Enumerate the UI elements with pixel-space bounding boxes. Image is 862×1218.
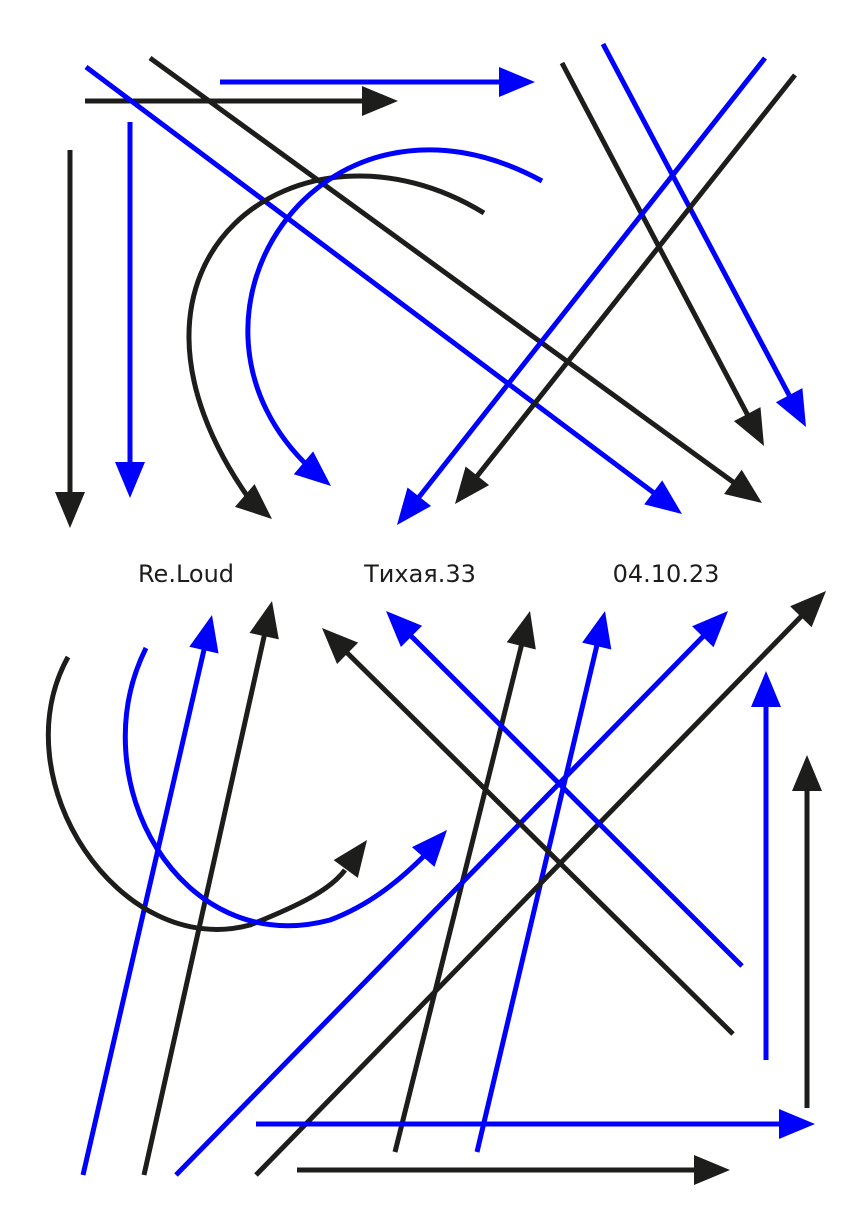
arrow-head: [386, 611, 423, 648]
curved-arrow-shaft: [245, 147, 544, 472]
arrow-head: [506, 611, 536, 650]
curved-arrow-shaft: [122, 646, 427, 929]
arrow-shaft: [406, 631, 744, 968]
arrow-icon: [322, 628, 735, 1036]
arrow-icon: [600, 42, 806, 427]
arrow-shaft: [600, 42, 794, 400]
curved-arrow-icon: [186, 173, 486, 519]
arrow-head: [582, 611, 612, 650]
arrow-icon: [174, 611, 728, 1177]
arrow-head: [790, 591, 826, 628]
arrow-icon: [55, 150, 85, 528]
event-date: 04.10.23: [612, 560, 720, 588]
arrow-shaft: [414, 56, 767, 502]
arrow-icon: [148, 55, 762, 503]
arrow-head: [733, 407, 764, 446]
arrow-shaft: [472, 73, 797, 481]
arrow-head: [775, 388, 806, 427]
arrow-icon: [455, 73, 797, 504]
arrow-head: [189, 615, 219, 654]
arrow-shaft: [474, 641, 601, 1153]
arrow-head: [362, 86, 398, 116]
arrow-head: [779, 1109, 815, 1139]
arrow-head: [55, 492, 85, 528]
arrow-shaft: [174, 632, 708, 1177]
arrow-head: [792, 755, 822, 791]
arrow-head: [724, 469, 762, 503]
arrow-shaft: [148, 55, 738, 487]
arrow-head: [692, 611, 728, 648]
curved-arrow-head: [333, 840, 367, 878]
curved-arrow-head: [411, 830, 447, 867]
curved-arrow-icon: [45, 655, 367, 932]
arrow-head: [249, 601, 279, 640]
arrow-icon: [297, 1155, 730, 1185]
arrow-icon: [397, 56, 767, 525]
arrow-head: [115, 462, 145, 498]
arrow-icon: [115, 122, 145, 498]
arrow-icon: [751, 671, 781, 1060]
arrow-icon: [559, 61, 764, 446]
artist-name: Re.Loud: [137, 560, 235, 588]
arrow-icon: [220, 67, 535, 97]
curved-arrow-shaft: [45, 655, 347, 932]
arrow-shaft: [343, 648, 735, 1036]
arrow-shaft: [559, 61, 752, 419]
arrow-head: [322, 628, 359, 664]
arrow-shaft: [141, 631, 268, 1176]
curved-arrow-icon: [122, 646, 447, 929]
arrow-head: [694, 1155, 730, 1185]
arrow-icon: [256, 1109, 815, 1139]
curved-arrow-shaft: [186, 173, 486, 502]
arrow-head: [644, 480, 682, 514]
arrow-shaft: [84, 64, 658, 497]
arrow-head: [455, 466, 490, 504]
arrow-icon: [254, 591, 826, 1177]
venue-name: Тихая.33: [364, 560, 476, 588]
arrow-icon: [386, 611, 744, 968]
curved-arrow-head: [234, 484, 272, 519]
curved-arrow-head: [293, 451, 331, 486]
arrow-icon: [792, 755, 822, 1108]
arrow-shaft: [254, 612, 806, 1177]
arrow-icon: [474, 611, 612, 1153]
arrow-icon: [141, 601, 279, 1176]
arrow-head: [751, 671, 781, 707]
curved-arrow-icon: [245, 147, 544, 486]
arrow-head: [499, 67, 535, 97]
arrow-icon: [84, 64, 682, 514]
arrow-head: [397, 487, 432, 525]
